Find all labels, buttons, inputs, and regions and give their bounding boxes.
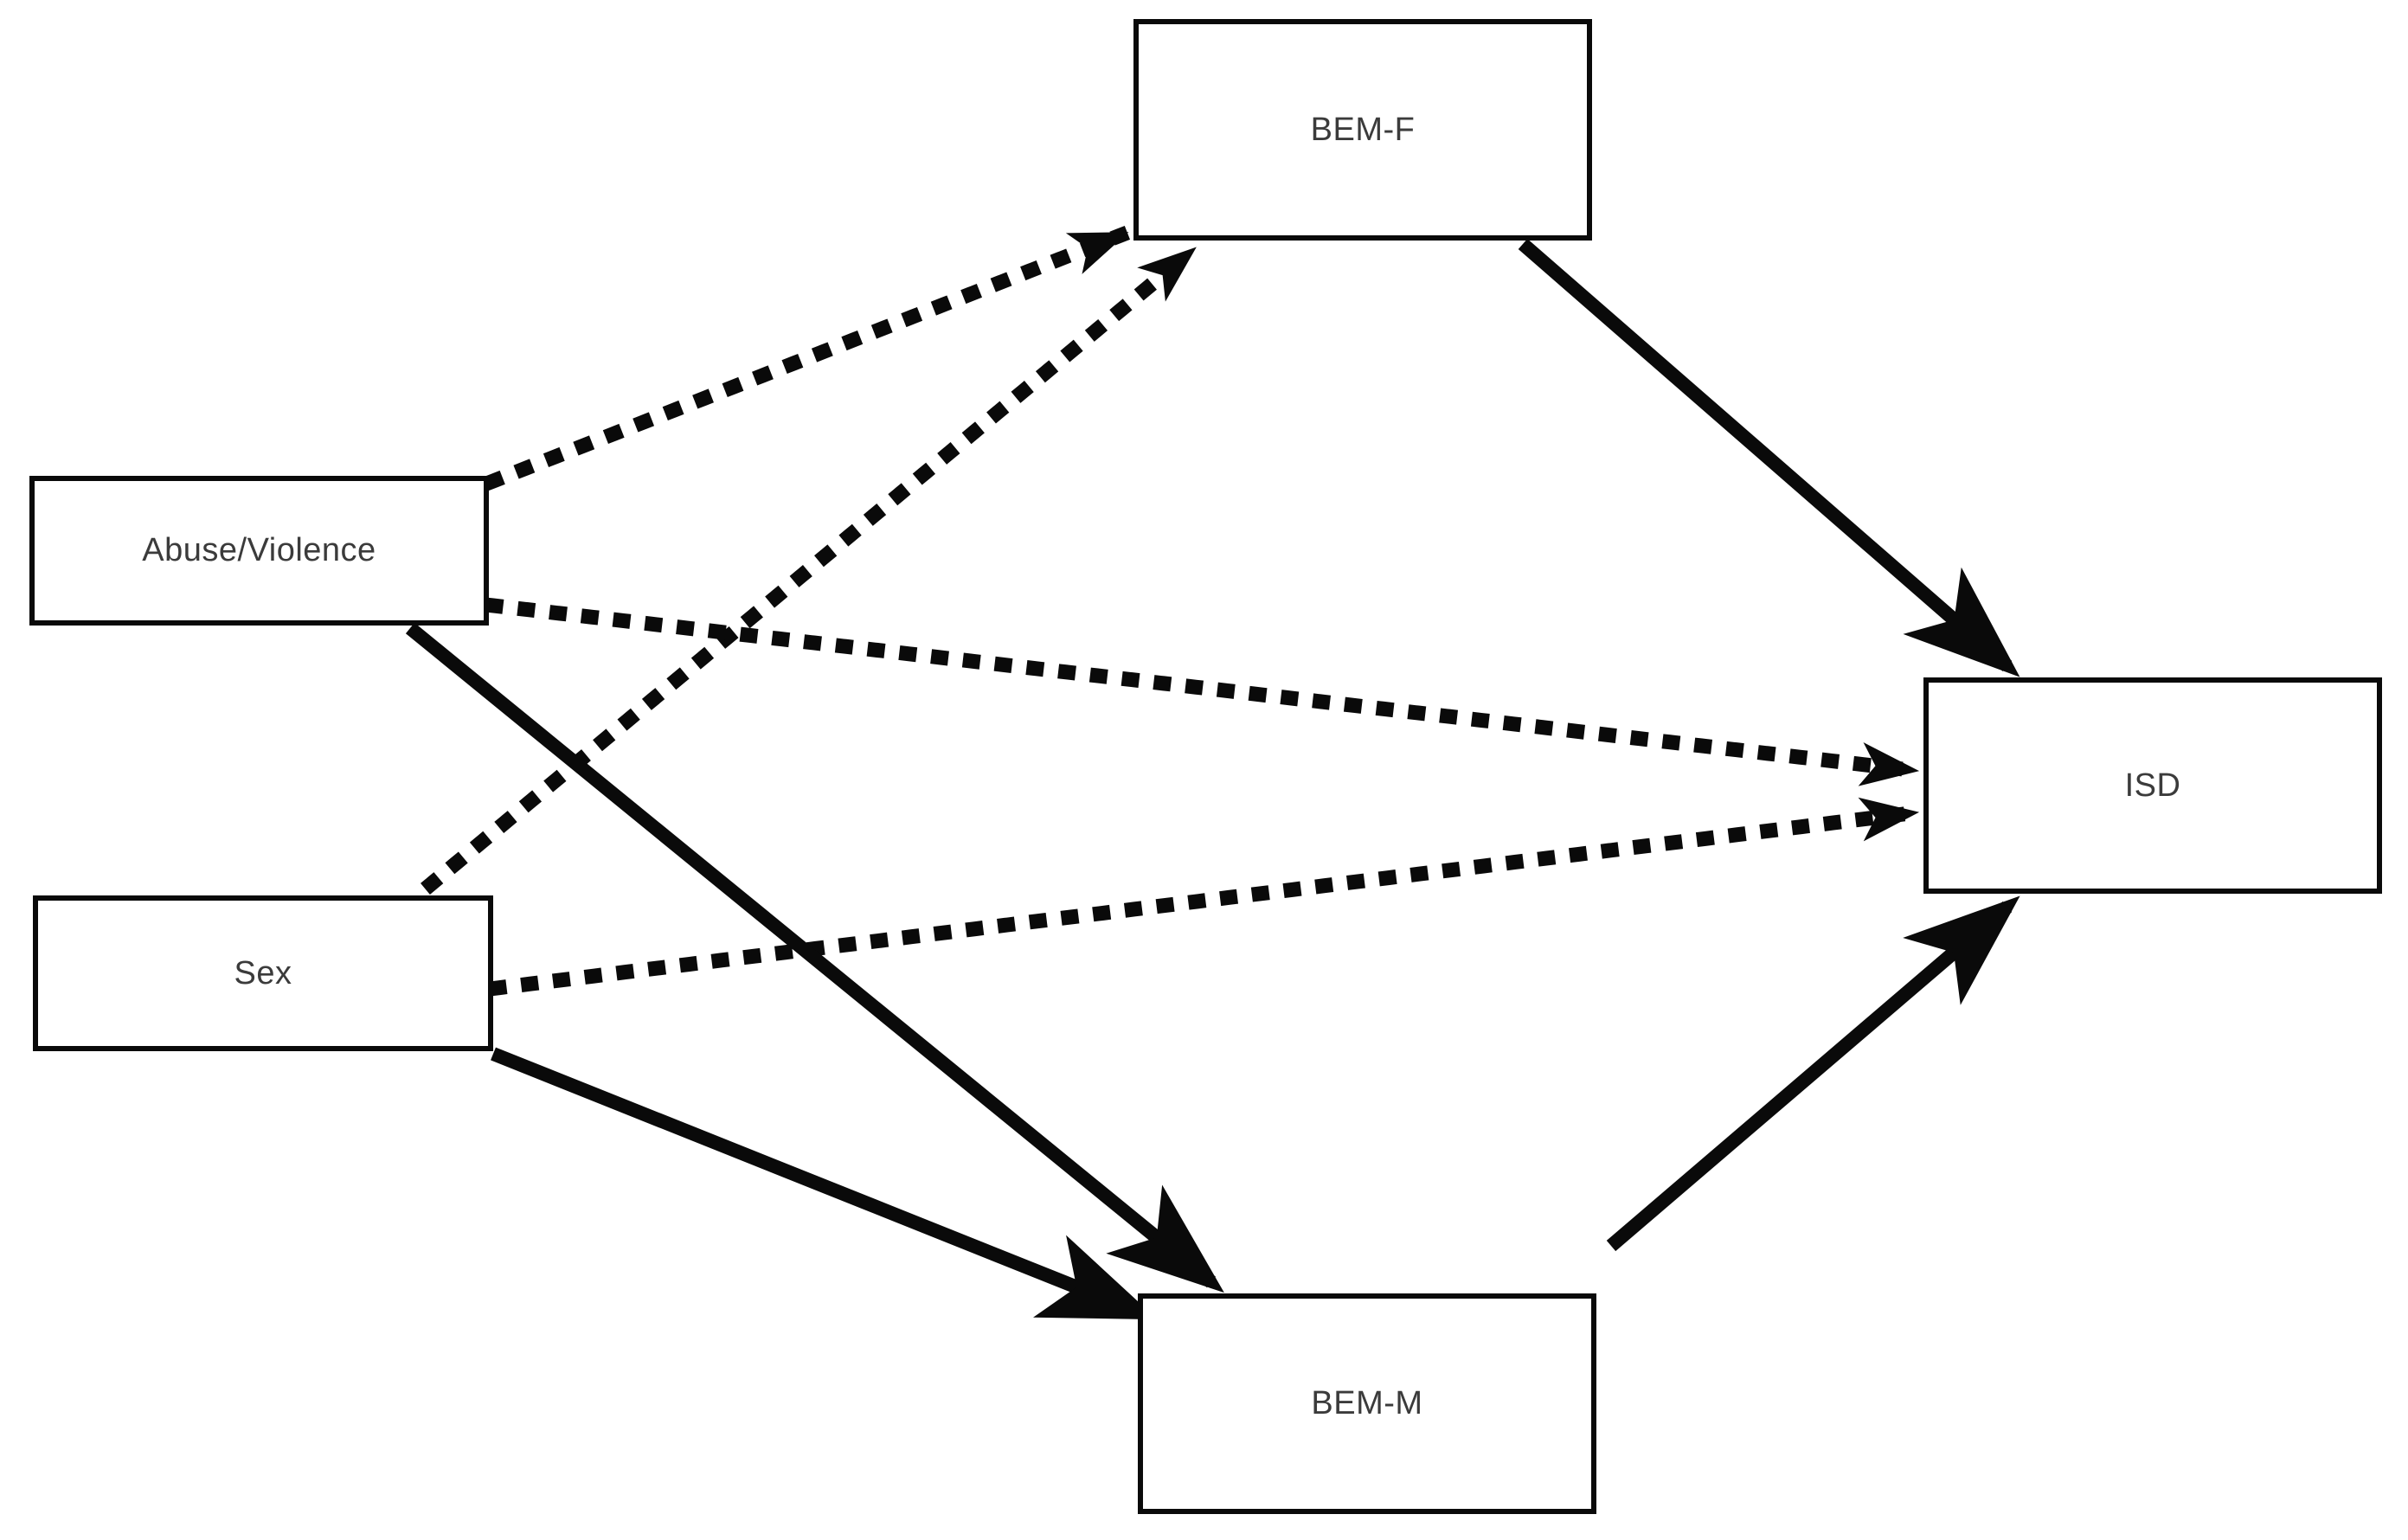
- node-bem-m-label: BEM-M: [1311, 1385, 1423, 1421]
- node-isd[interactable]: ISD: [1923, 677, 2382, 894]
- node-bem-f[interactable]: BEM-F: [1133, 19, 1592, 241]
- edge-sex-to-isd: [488, 797, 1920, 997]
- node-abuse-violence-label: Abuse/Violence: [142, 532, 376, 568]
- edge-abuse-to-bemf: [483, 225, 1131, 491]
- node-sex[interactable]: Sex: [33, 895, 493, 1051]
- node-bem-f-label: BEM-F: [1310, 111, 1416, 148]
- node-bem-m[interactable]: BEM-M: [1138, 1293, 1596, 1514]
- edge-bemm-to-isd: [1606, 895, 2020, 1252]
- edge-abuse-to-bemm: [405, 622, 1224, 1293]
- edge-abuse-to-isd: [485, 597, 1920, 786]
- node-isd-label: ISD: [2124, 767, 2181, 804]
- node-sex-label: Sex: [234, 954, 292, 991]
- edge-bemf-to-isd: [1518, 238, 2020, 677]
- edge-sex-to-bemf: [421, 242, 1200, 895]
- edge-sex-to-bemm: [491, 1047, 1158, 1320]
- node-abuse-violence[interactable]: Abuse/Violence: [29, 476, 489, 626]
